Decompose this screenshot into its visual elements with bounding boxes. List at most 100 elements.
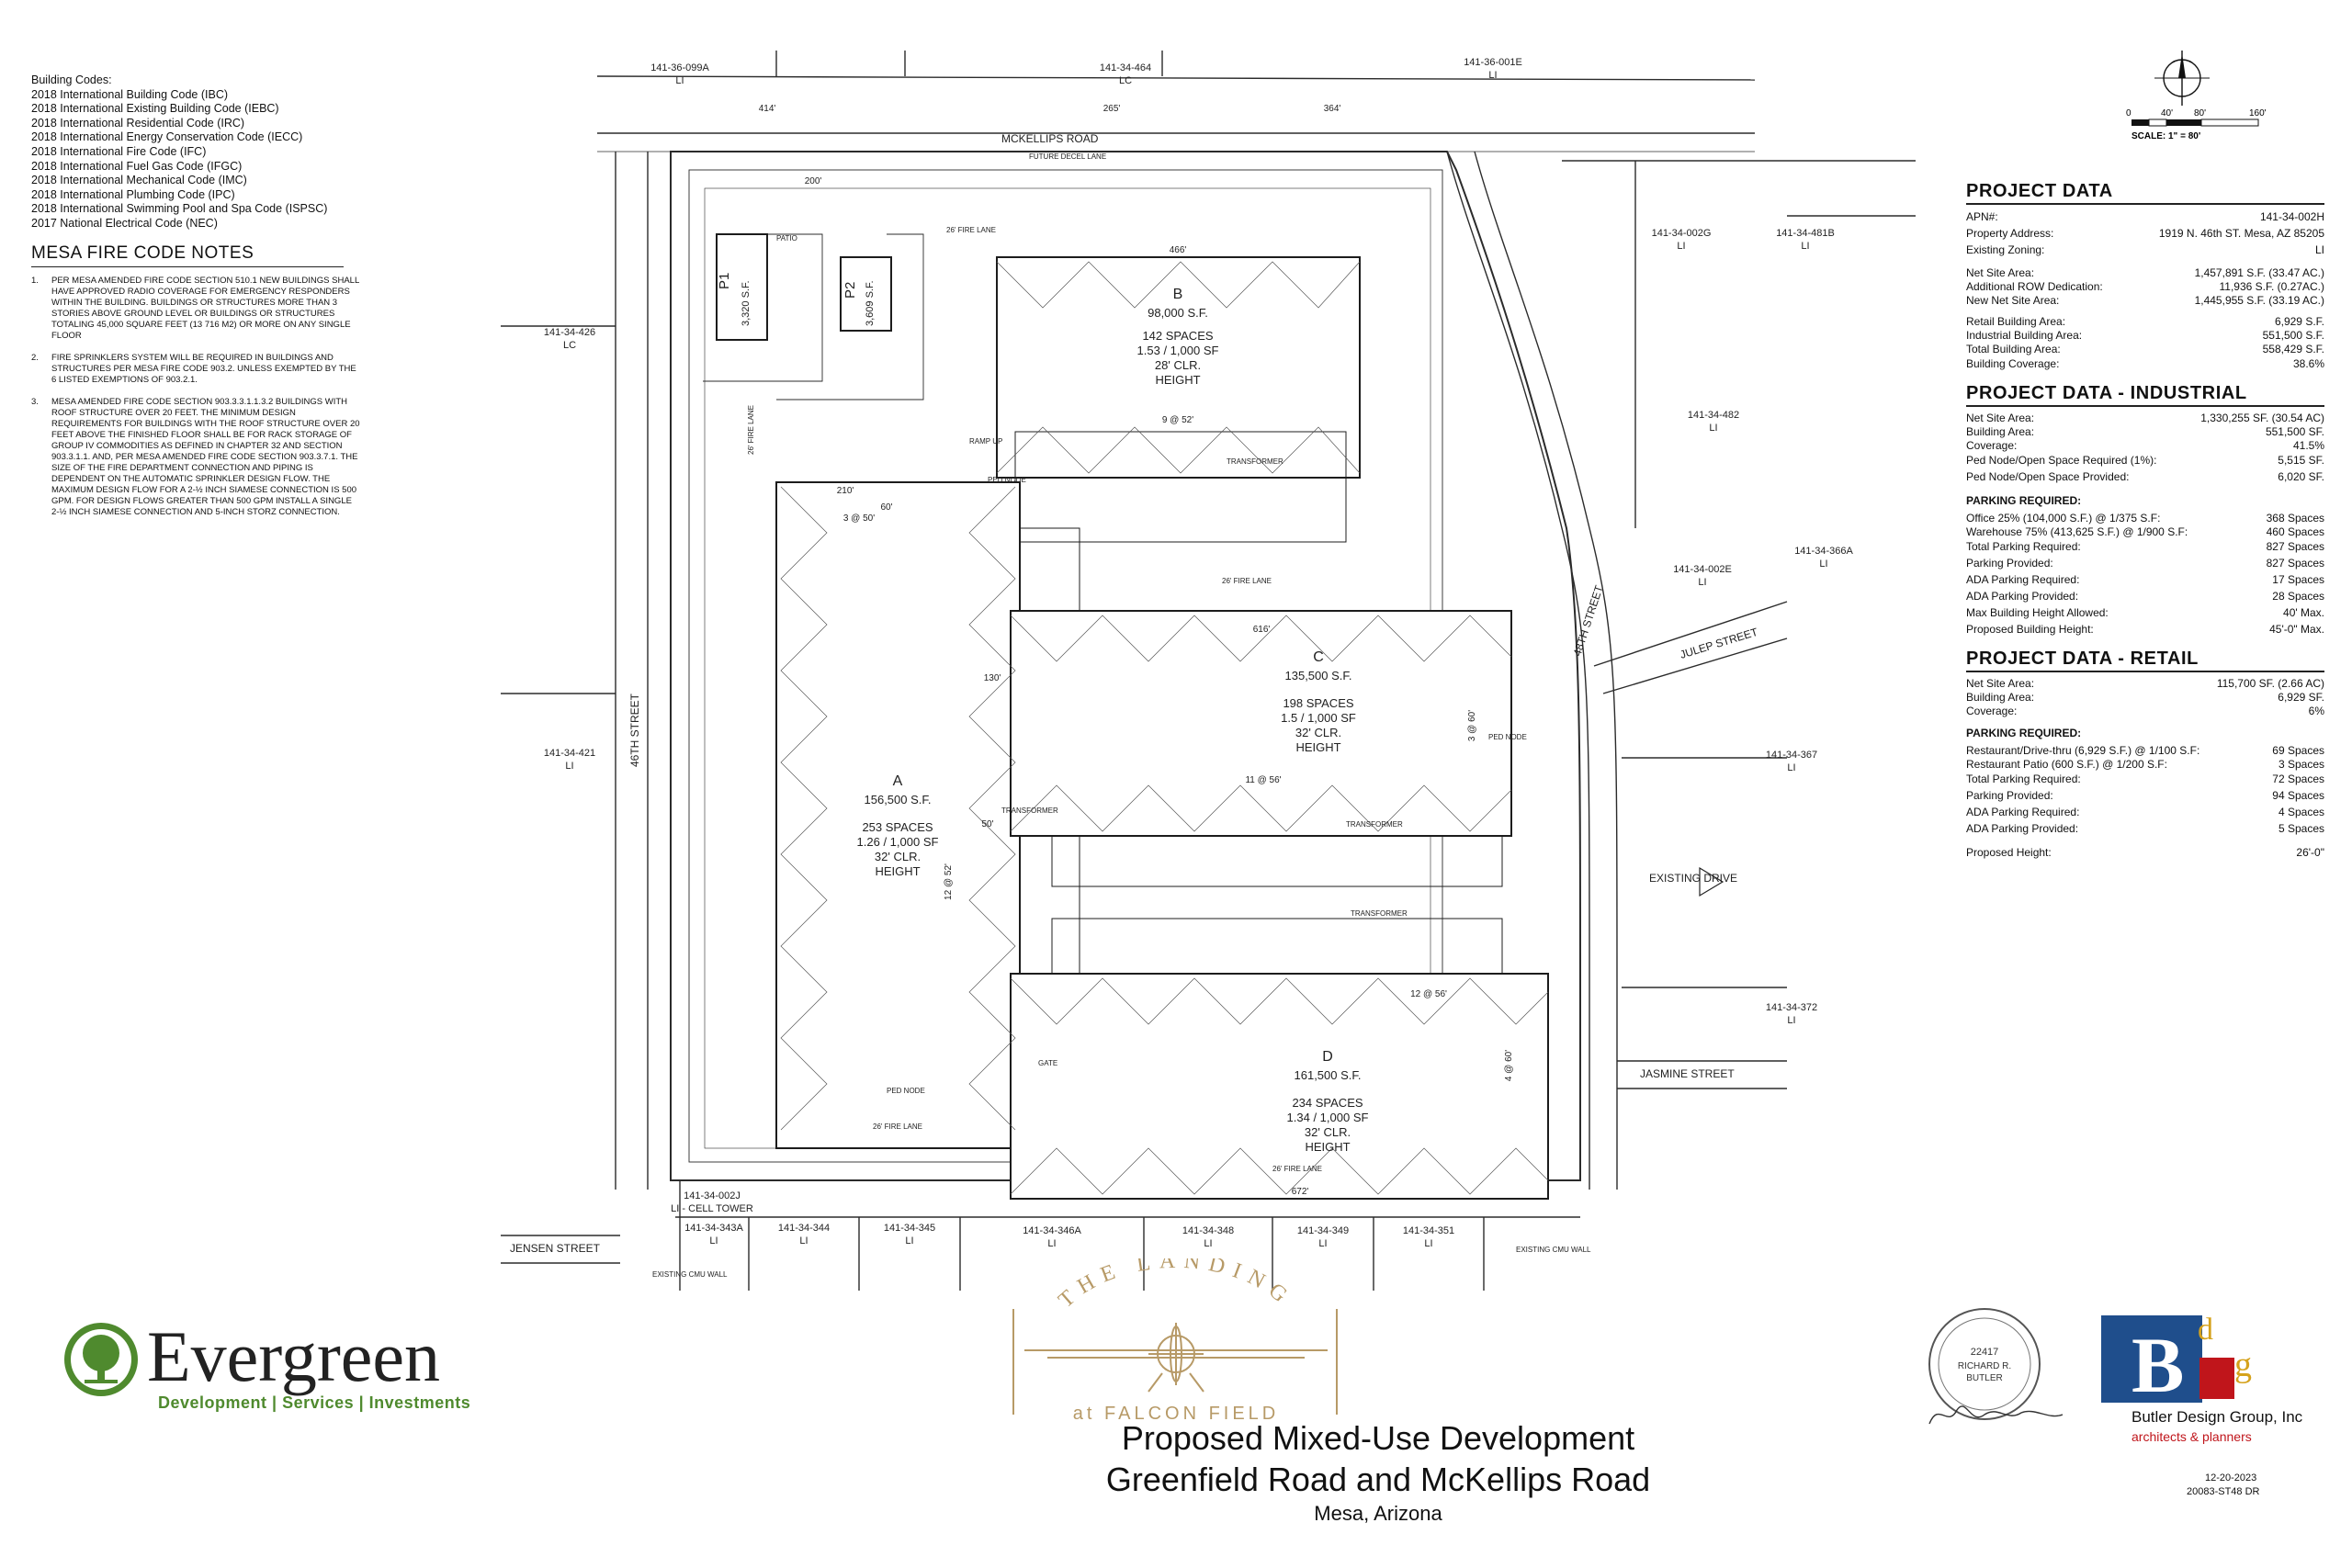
row-label: Total Building Area: [1966, 342, 2061, 355]
row-label: Parking Provided: [1966, 789, 2053, 802]
dimension: 265' [1103, 104, 1121, 114]
parcel-apn: 141-34-344 [778, 1223, 830, 1234]
row-label: Retail Building Area: [1966, 314, 2066, 328]
landing-logo: THE LANDING at FALCON FIELD [1012, 1258, 1338, 1424]
title-line-3: Mesa, Arizona [1314, 1502, 1442, 1525]
parking-heading: PARKING REQUIRED: [1966, 727, 2082, 739]
code-item: 2018 International Mechanical Code (IMC) [31, 174, 247, 187]
building-b [996, 256, 1361, 479]
building-codes-heading: Building Codes: [31, 73, 112, 86]
row-value: 26'-0" [2296, 846, 2324, 859]
row-value: 827 Spaces [2266, 557, 2324, 570]
row-value: 5 Spaces [2278, 822, 2324, 835]
plan-note: PED NODE [887, 1087, 925, 1095]
code-item: 2018 International Residential Code (IRC… [31, 116, 245, 130]
data-row: Existing Zoning:LI [1966, 242, 2324, 258]
row-label: Additional ROW Dedication: [1966, 279, 2103, 293]
building-id: B [1173, 287, 1183, 302]
parcel-zone: LI [1677, 241, 1685, 252]
data-row: Coverage:6% [1966, 704, 2324, 717]
row-value: 6,929 SF. [2278, 690, 2324, 704]
data-row: ADA Parking Provided:28 Spaces [1966, 588, 2324, 604]
note-number: 1. [31, 276, 39, 286]
parcel-zone: LI [1801, 241, 1809, 252]
airplane-icon [1024, 1323, 1328, 1393]
code-item: 2018 International Fire Code (IFC) [31, 144, 207, 158]
building-id: C [1313, 649, 1324, 665]
data-row: ADA Parking Required:4 Spaces [1966, 804, 2324, 820]
parcel-apn: 141-34-343A [684, 1223, 743, 1234]
fire-note: 1.Per Mesa amended fire code section 510… [31, 276, 362, 342]
row-value: 3 Spaces [2278, 757, 2324, 771]
north-arrow-scale: 0 40' 80' 160' SCALE: 1" = 80' [2126, 51, 2267, 141]
parcel-apn: 141-34-421 [544, 748, 595, 759]
fire-note: 3. Mesa amended fire code section 903.3.3… [31, 397, 362, 518]
parcel-zone: LI [1787, 1015, 1795, 1026]
code-item: 2018 International Building Code (IBC) [31, 87, 229, 101]
pad-id: P1 [717, 273, 732, 289]
street-label: MCKELLIPS ROAD [1001, 132, 1099, 145]
data-row: Ped Node/Open Space Required (1%):5,515 … [1966, 452, 2324, 468]
building-area: 161,500 S.F. [1295, 1068, 1362, 1082]
north-arrow-icon [2154, 51, 2210, 106]
truck-court-c [1051, 835, 1503, 887]
arrow-right-icon [1699, 866, 1724, 897]
row-label: Industrial Building Area: [1966, 328, 2083, 342]
landing-subtitle: at FALCON FIELD [1073, 1404, 1280, 1424]
parcel-apn: 141-36-099A [650, 62, 709, 73]
row-value: 827 Spaces [2266, 540, 2324, 553]
row-value: 6,020 SF. [2278, 470, 2324, 483]
building-a [775, 481, 1021, 1149]
project-data-title: PROJECT DATA [1966, 181, 2113, 201]
bdg-name: Butler Design Group, Inc [2132, 1408, 2303, 1426]
pad-id: P2 [842, 282, 858, 299]
data-row: New Net Site Area:1,445,955 S.F. (33.19 … [1966, 293, 2324, 307]
plan-note: 26' FIRE LANE [946, 226, 996, 234]
code-item: 2018 International Swimming Pool and Spa… [31, 202, 328, 216]
code-item: 2017 National Electrical Code (NEC) [31, 216, 218, 230]
truck-court-d [1051, 918, 1503, 975]
scale-tick: 0 [2126, 108, 2132, 118]
note-text: Mesa amended fire code section 903.3.3.1… [51, 397, 360, 517]
row-label: Coverage: [1966, 438, 2018, 452]
plan-note: RAMP UP [969, 437, 1002, 446]
data-row: Building Coverage:38.6% [1966, 355, 2324, 372]
data-row: Net Site Area:115,700 SF. (2.66 AC) [1966, 676, 2324, 690]
parcel-zone: LI [799, 1235, 808, 1247]
drive-thru [776, 233, 924, 400]
building-spaces: 234 SPACES [1292, 1096, 1363, 1110]
parcel-apn: 141-34-002E [1673, 564, 1732, 575]
data-row: Warehouse 75% (413,625 S.F.) @ 1/900 S.F… [1966, 525, 2324, 538]
row-label: Proposed Building Height: [1966, 623, 2094, 636]
road-line [1593, 601, 1788, 667]
drive-thru [703, 233, 823, 382]
note-number: 3. [31, 397, 39, 407]
plan-note: 26' FIRE LANE [747, 405, 755, 455]
plan-note: TRANSFORMER [1351, 909, 1408, 918]
dimension: 672' [1292, 1187, 1309, 1197]
pad-p2 [840, 256, 892, 332]
row-label: ADA Parking Provided: [1966, 590, 2079, 603]
building-clearance: 28' CLR. [1155, 358, 1201, 372]
plan-note: PATIO [776, 234, 797, 243]
row-label: APN#: [1966, 210, 1998, 223]
building-ratio: 1.26 / 1,000 SF [857, 835, 939, 849]
row-value: 5,515 SF. [2278, 454, 2324, 467]
dimension: 4 @ 60' [1504, 1050, 1514, 1081]
parcel-zone: LI [1709, 423, 1717, 434]
row-value: 6,929 S.F. [2274, 314, 2324, 328]
row-value: 1,330,255 SF. (30.54 AC) [2200, 411, 2324, 424]
row-label: Building Area: [1966, 690, 2035, 704]
data-row: Total Building Area:558,429 S.F. [1966, 342, 2324, 355]
row-value: 551,500 SF. [2265, 424, 2324, 438]
parcel-zone: LC [1119, 75, 1132, 86]
bdg-logo-icon: B d g [2101, 1313, 2252, 1405]
parcel-zone: LI [1787, 762, 1795, 773]
building-clearance: 32' CLR. [1295, 726, 1341, 739]
data-row: Net Site Area:1,457,891 S.F. (33.47 AC.) [1966, 265, 2324, 279]
parcel-zone: LI [1488, 70, 1497, 81]
dimension: 3 @ 60' [1467, 710, 1477, 741]
data-row: Proposed Height:26'-0" [1966, 844, 2324, 861]
row-value: 41.5% [2292, 438, 2324, 452]
plan-note: 26' FIRE LANE [1222, 577, 1272, 585]
